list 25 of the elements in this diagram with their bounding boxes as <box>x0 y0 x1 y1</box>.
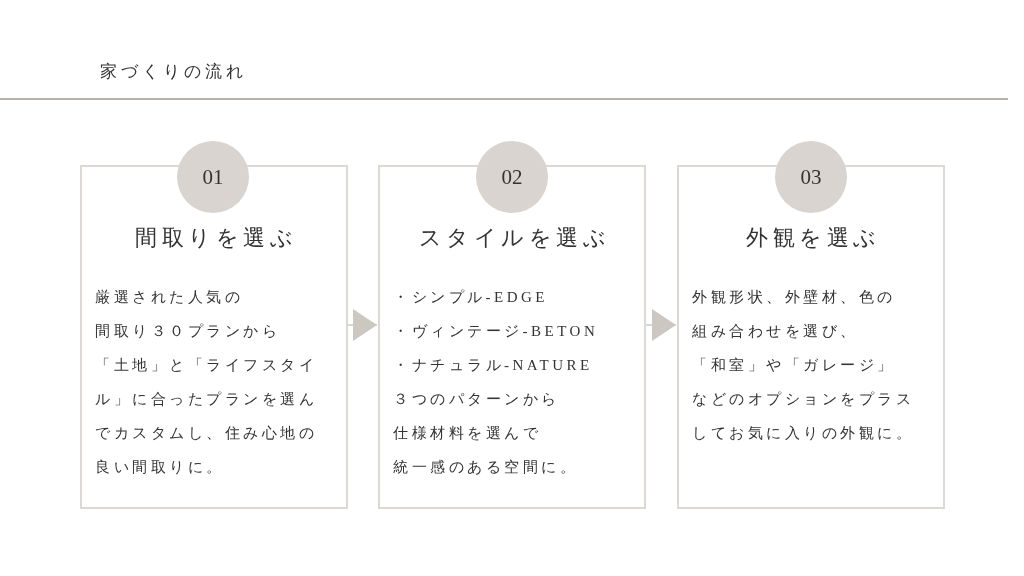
step-heading: 間取りを選ぶ <box>134 224 298 252</box>
step-description: 「土地」と「ライフスタイル」に合ったプランを選んでカスタムし、住み心地の良い間取りに。 <box>95 356 318 477</box>
step-number: 03 <box>775 141 847 213</box>
step-card <box>80 165 348 509</box>
step-heading: 外観を選ぶ <box>745 224 881 252</box>
step-description: 「和室」や「ガレージ」 <box>692 356 896 375</box>
arrow <box>347 309 378 341</box>
arrow <box>645 309 677 341</box>
step-description: 組み合わせを選び、 <box>692 322 859 341</box>
step-description: ・シンプル-EDGE <box>393 288 548 307</box>
step-number: 01 <box>177 141 249 213</box>
step-card <box>378 165 646 509</box>
step-description: 厳選された人気の <box>95 288 243 307</box>
step-description: 仕様材料を選んで <box>393 424 541 443</box>
step-description: ・ナチュラル-NATURE <box>393 356 593 375</box>
step-heading: スタイルを選ぶ <box>417 224 610 252</box>
step-description: などのオプションをプラスしてお気に入りの外観に。 <box>692 390 915 443</box>
step-description: ・ヴィンテージ-BETON <box>393 322 599 341</box>
step-card <box>677 165 945 509</box>
step-description: ３つのパターンから <box>393 390 560 409</box>
page-title: 家づくりの流れ <box>100 61 247 83</box>
step-description: 間取り３０プランから <box>95 322 280 341</box>
step-description: 統一感のある空間に。 <box>393 458 578 477</box>
step-description: 外観形状、外壁材、色の <box>692 288 896 307</box>
step-number: 02 <box>476 141 548 213</box>
